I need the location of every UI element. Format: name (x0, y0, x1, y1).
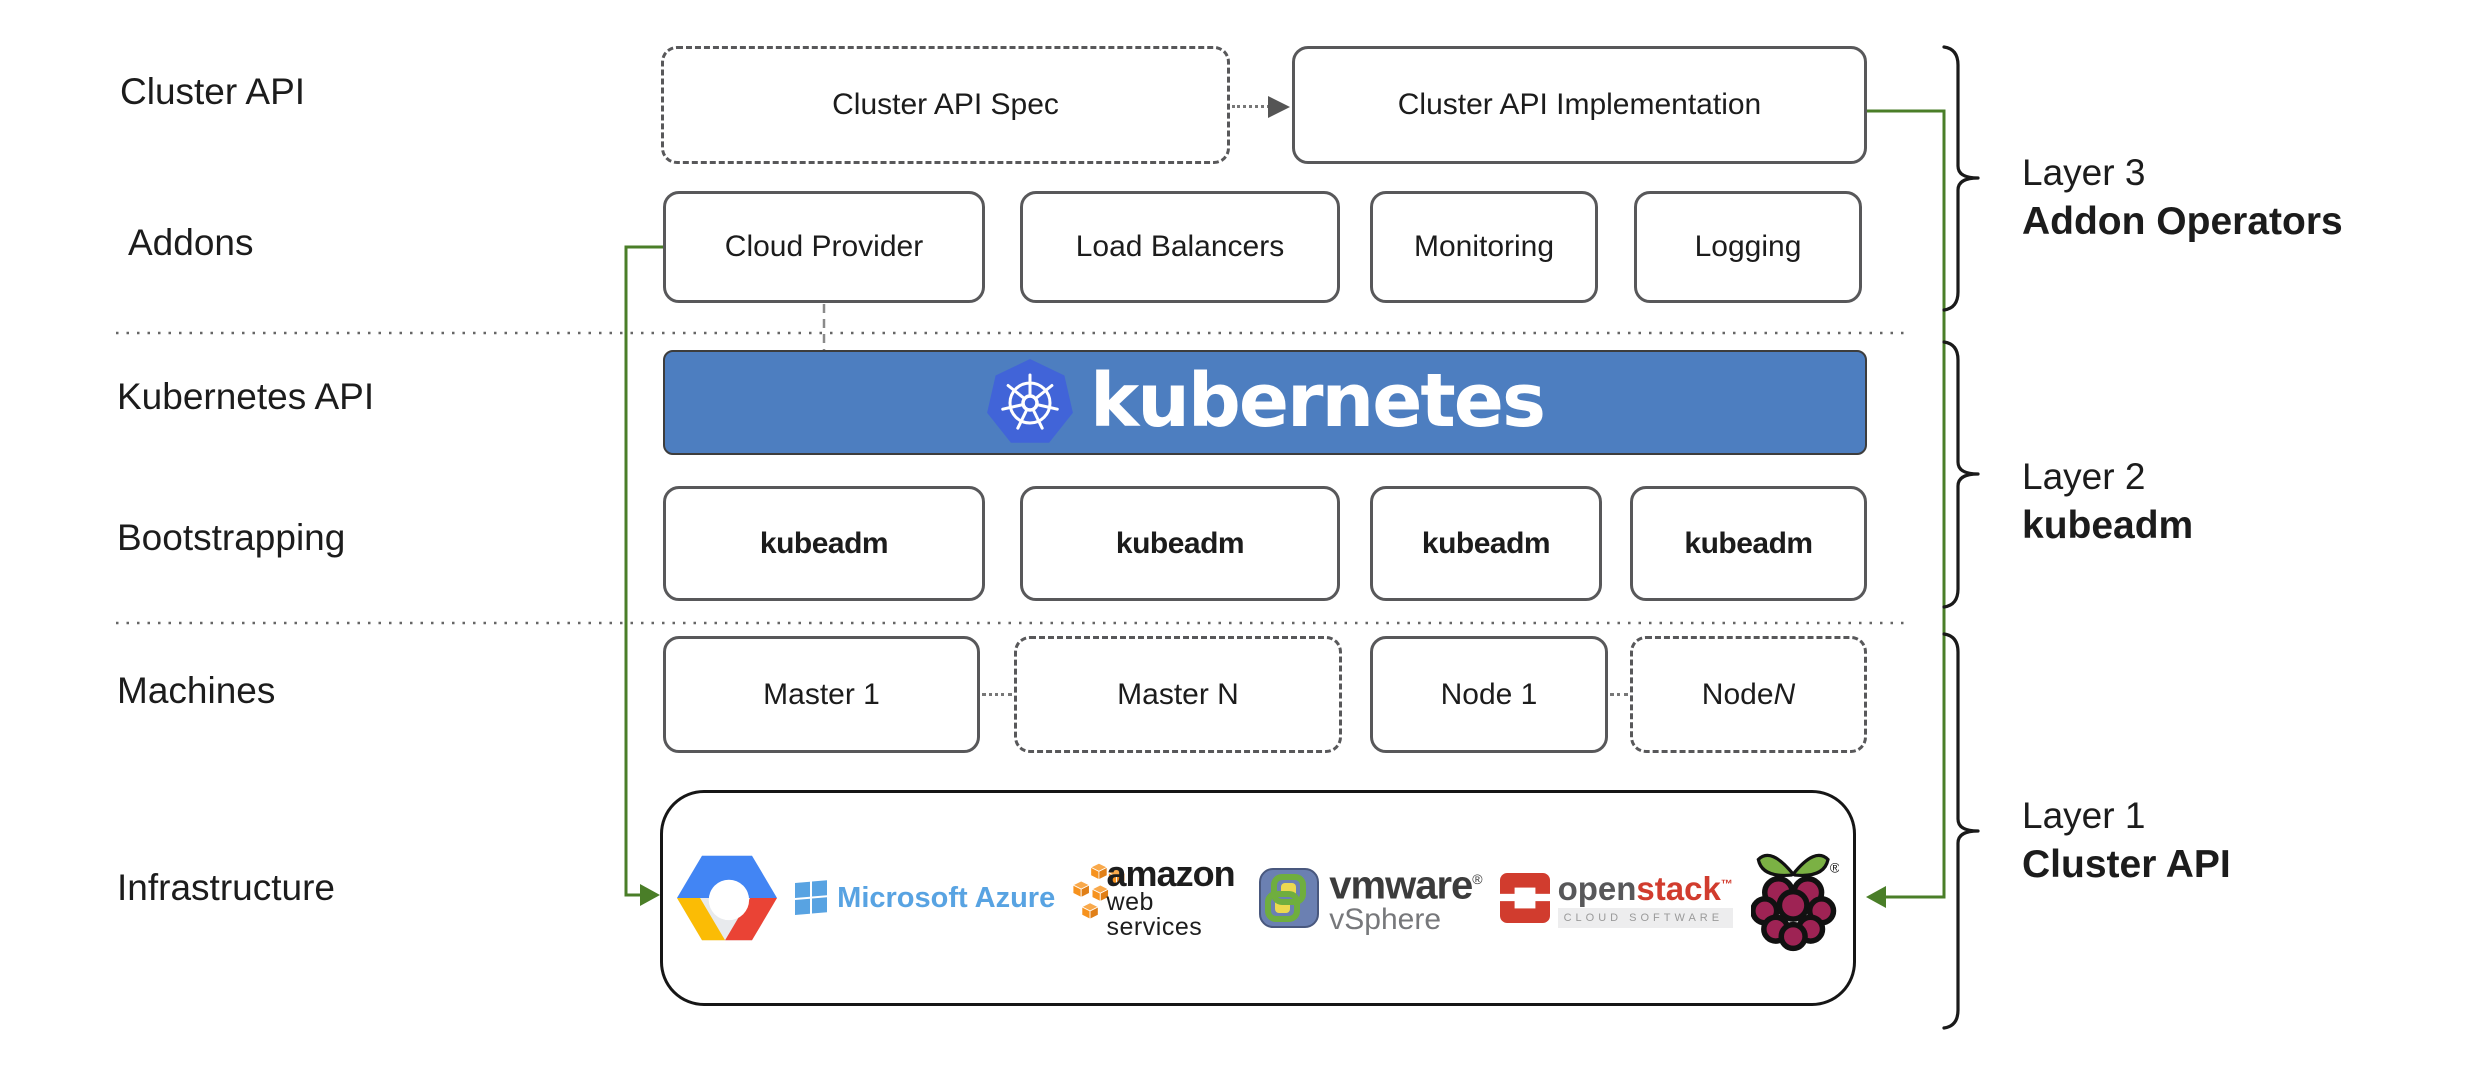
layer-3-brace (1942, 45, 1980, 312)
right-green-connector (1866, 109, 1946, 908)
node-n-label: Node (1701, 677, 1774, 711)
vsphere-label: vSphere (1329, 902, 1442, 936)
addon-box-cloud-provider: Cloud Provider (663, 191, 985, 303)
google-cloud-logo (677, 854, 778, 942)
microsoft-azure-flag-icon (795, 880, 828, 915)
row-label-addons: Addons (128, 222, 254, 263)
google-cloud-icon (677, 855, 778, 941)
kubeadm-box-2: kubeadm (1020, 486, 1340, 601)
row-label-infrastructure: Infrastructure (117, 867, 335, 908)
layer-3-annotation: Layer 3 Addon Operators (2022, 148, 2343, 246)
layer-1-annotation: Layer 1 Cluster API (2022, 791, 2231, 889)
monitoring-label: Monitoring (1413, 230, 1555, 263)
layer-1-brace (1942, 632, 1980, 1030)
aws-logo: amazon web services (1073, 852, 1242, 941)
layer-1-name: Cluster API (2022, 843, 2231, 886)
master-n-label: Master N (1117, 677, 1239, 711)
vmware-brand-label: vmware® (1329, 861, 1482, 906)
vmware-registered-mark: ® (1472, 871, 1482, 888)
openstack-tagline: CLOUD SOFTWARE (1557, 908, 1733, 928)
cluster-api-spec-label: Cluster API Spec (832, 88, 1059, 121)
machine-box-node-1: Node 1 (1370, 636, 1608, 753)
node-connector (1610, 693, 1628, 696)
cloud-provider-label: Cloud Provider (724, 230, 924, 263)
layer-2-title: Layer 2 (2022, 456, 2146, 497)
vmware-brand: vmware (1329, 863, 1473, 908)
openstack-label: openstack™ (1558, 868, 1733, 905)
kubernetes-wordmark: kubernetes (1089, 357, 1546, 444)
aws-amazon-label: amazon (1106, 852, 1236, 894)
kubeadm-box-4: kubeadm (1630, 486, 1867, 601)
openstack-icon (1499, 873, 1550, 923)
azure-label: Microsoft Azure (837, 881, 1056, 914)
microsoft-azure-logo: Microsoft Azure (795, 880, 1055, 916)
kubeadm-box-1: kubeadm (663, 486, 985, 601)
row-label-bootstrapping: Bootstrapping (117, 517, 346, 558)
kubeadm-box-3: kubeadm (1370, 486, 1602, 601)
layer-2-name: kubeadm (2022, 504, 2194, 547)
cluster-api-spec-box: Cluster API Spec (661, 46, 1230, 164)
aws-text: amazon web services (1106, 852, 1242, 941)
right-green-arrowhead-icon (1866, 886, 1886, 908)
vmware-icon (1259, 867, 1320, 928)
master-connector (982, 693, 1012, 696)
machine-box-node-n: Node N (1630, 636, 1867, 753)
addon-box-logging: Logging (1634, 191, 1862, 303)
vmware-vsphere-logo: vmware® vSphere (1259, 861, 1483, 936)
node-n-suffix: N (1773, 677, 1796, 711)
addon-box-load-balancers: Load Balancers (1020, 191, 1340, 303)
machine-box-master-n: Master N (1014, 636, 1342, 753)
kubeadm-label: kubeadm (1421, 526, 1551, 560)
layer-1-title: Layer 1 (2022, 795, 2146, 836)
row-label-kubernetes-api: Kubernetes API (117, 376, 375, 417)
left-green-arrowhead-icon (640, 884, 660, 906)
addon-box-monitoring: Monitoring (1370, 191, 1598, 303)
cluster-api-implementation-label: Cluster API Implementation (1397, 88, 1762, 121)
node-1-label: Node 1 (1440, 677, 1538, 711)
raspberry-pi-icon: ® (1750, 853, 1839, 952)
logging-label: Logging (1694, 230, 1802, 263)
kubeadm-label: kubeadm (1684, 526, 1813, 560)
kubernetes-wheel-icon (987, 358, 1073, 443)
layer-2-annotation: Layer 2 kubeadm (2022, 452, 2193, 550)
raspberry-registered-mark: ® (1830, 860, 1839, 875)
vmware-text: vmware® vSphere (1329, 861, 1482, 936)
kubeadm-label: kubeadm (1115, 526, 1245, 560)
openstack-stack: stack (1636, 870, 1721, 907)
layer-3-title: Layer 3 (2022, 152, 2146, 193)
machine-box-master-1: Master 1 (663, 636, 980, 753)
load-balancers-label: Load Balancers (1075, 230, 1285, 263)
aws-cubes-icon (1073, 862, 1126, 920)
openstack-tm-mark: ™ (1720, 877, 1733, 891)
raspberry-pi-logo: ® (1750, 842, 1839, 954)
spec-to-impl-arrowhead-icon (1268, 96, 1290, 118)
left-green-connector (624, 245, 663, 906)
layer-3-name: Addon Operators (2022, 200, 2343, 243)
kubeadm-label: kubeadm (759, 526, 889, 560)
infrastructure-box: Microsoft Azure (660, 790, 1856, 1006)
openstack-open: open (1557, 870, 1637, 907)
row-label-machines: Machines (117, 670, 276, 711)
layer-2-brace (1942, 340, 1980, 609)
cluster-api-implementation-box: Cluster API Implementation (1292, 46, 1867, 164)
spec-to-impl-connector (1232, 105, 1270, 108)
openstack-logo: openstack™ CLOUD SOFTWARE (1499, 868, 1733, 928)
kubernetes-banner: kubernetes (663, 350, 1867, 455)
row-label-cluster-api: Cluster API (120, 71, 306, 112)
openstack-text: openstack™ CLOUD SOFTWARE (1557, 868, 1733, 928)
aws-webservices-label: web services (1106, 887, 1203, 941)
master-1-label: Master 1 (763, 677, 880, 711)
